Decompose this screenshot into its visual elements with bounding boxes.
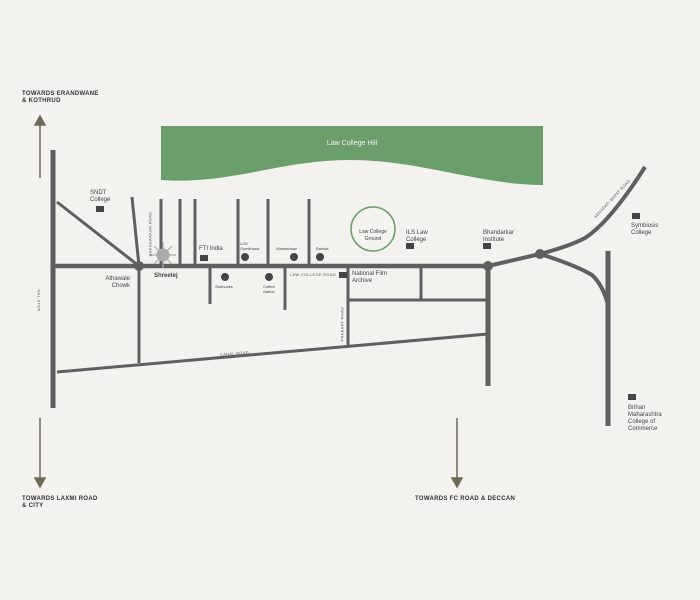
place-symbiosis: Symbiosis College	[631, 223, 659, 236]
road-bhandarkar: BHANDARKAR ROAD	[147, 211, 153, 257]
shreetej-marker-icon	[150, 242, 176, 268]
place-nfa: National Film Archive	[352, 271, 388, 284]
road-law-college: LAW COLLEGE ROAD	[290, 272, 336, 277]
direction-top-left: TOWARDS ERANDWANE & KOTHRUD	[22, 91, 99, 104]
direction-bottom-center: TOWARDS FC ROAD & DECCAN	[415, 496, 516, 502]
road-prabhat: PRABHAT ROAD	[339, 306, 345, 342]
roads	[50, 150, 647, 426]
law-college-hill	[161, 126, 543, 185]
place-shreetej: Shreetej	[154, 273, 178, 279]
place-wadeshwar: Wadeshwar	[276, 246, 297, 251]
direction-arrows	[33, 114, 464, 489]
cafe-icons	[220, 252, 325, 282]
direction-bottom-left: TOWARDS LAXMI ROAD & CITY	[22, 496, 98, 509]
place-sndt: SNDT College	[90, 190, 111, 203]
place-coffee-nation: Coffee Nation	[263, 284, 275, 294]
ground-label: Law College Ground	[359, 229, 387, 242]
place-athawale: Athawale Chowk	[105, 276, 130, 289]
place-ils: ILS Law College	[406, 230, 428, 243]
place-lok: LOK Gymkhana	[240, 241, 260, 251]
law-college-ground	[350, 206, 396, 252]
place-starbucks: Starbucks	[215, 284, 233, 289]
place-bhandarkar: Bhandarkar Institute	[483, 230, 515, 243]
place-bmcc: Brihan Maharashtra College of Commerce	[628, 405, 662, 432]
place-barista: Barista	[316, 246, 329, 251]
road-nal-stop: NAL STOP	[36, 289, 42, 312]
building-icons	[96, 206, 640, 400]
hill-label: Law College Hill	[326, 140, 378, 147]
place-fti: FTI India	[199, 246, 223, 252]
